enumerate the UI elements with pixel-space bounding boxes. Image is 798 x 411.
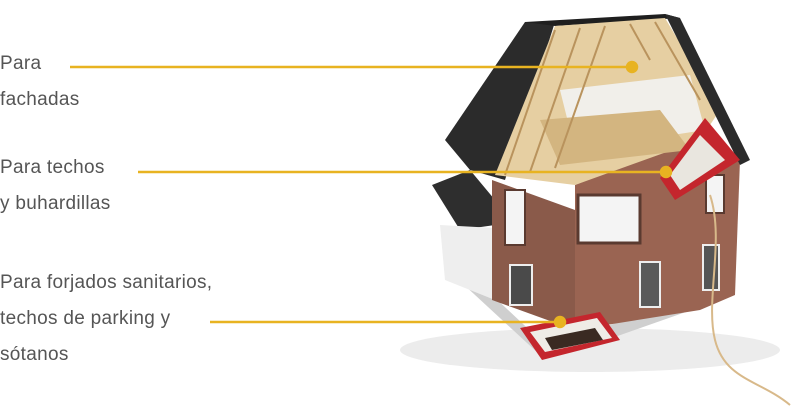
callout-label-roofs-line1: Para techos xyxy=(0,157,105,178)
main-roof-tiles xyxy=(445,22,555,180)
callout-label-floors-line2: techos de parking y xyxy=(0,308,171,329)
leader-dot-facades xyxy=(625,60,639,74)
window-left-upper xyxy=(504,189,526,246)
callout-label-roofs: Para techos y buhardillas xyxy=(0,150,111,222)
window-side xyxy=(702,244,720,291)
door xyxy=(639,261,661,308)
roof-ridge xyxy=(525,14,680,26)
left-wing-wall xyxy=(440,225,495,300)
gable-edge xyxy=(665,14,750,165)
leader-dot-roofs xyxy=(659,165,673,179)
gable-insulation-fill xyxy=(670,135,725,190)
window-gable xyxy=(705,174,725,214)
callout-label-facades-line2: fachadas xyxy=(0,89,80,110)
foundation-slab xyxy=(448,260,720,355)
leader-lines xyxy=(70,60,673,329)
window-upper xyxy=(576,193,642,245)
leader-dot-floors xyxy=(553,315,567,329)
attic-floor xyxy=(540,110,690,165)
callout-label-facades: Para fachadas xyxy=(0,46,80,118)
ground-shadow xyxy=(400,328,780,372)
callout-label-floors: Para forjados sanitarios, techos de park… xyxy=(0,265,212,373)
callout-label-roofs-line2: y buhardillas xyxy=(0,193,111,214)
left-wing-roof xyxy=(432,170,495,230)
callout-label-floors-line3: sótanos xyxy=(0,344,69,365)
hose xyxy=(709,194,791,406)
window-left-lower xyxy=(509,264,533,306)
callout-label-facades-line1: Para xyxy=(0,53,42,74)
rafter-lines xyxy=(504,21,701,176)
basement-fill xyxy=(545,328,603,350)
callout-label-floors-line1: Para forjados sanitarios, xyxy=(0,272,213,293)
